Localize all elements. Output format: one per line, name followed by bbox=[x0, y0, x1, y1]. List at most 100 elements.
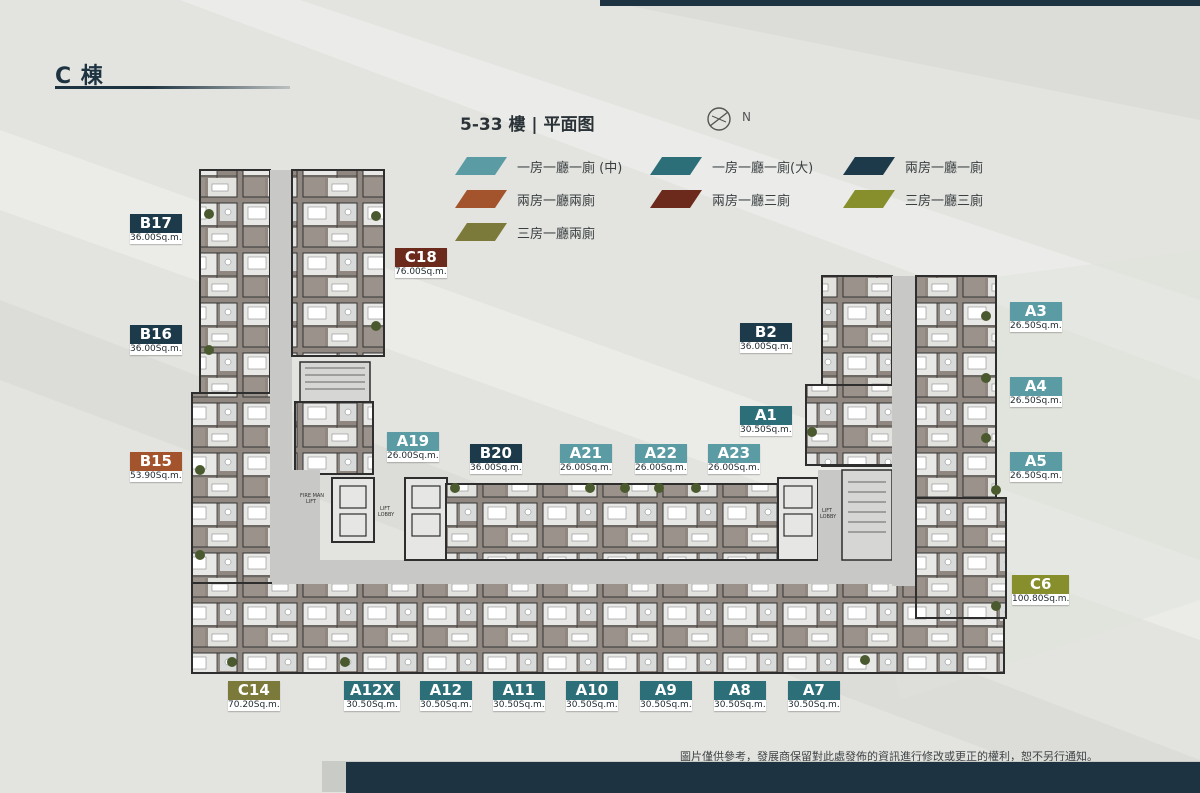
unit-area: 30.50Sq.m. bbox=[640, 700, 692, 711]
title-underline bbox=[55, 86, 290, 89]
unit-area: 70.20Sq.m. bbox=[228, 700, 280, 711]
unit-area: 26.50Sq.m. bbox=[1010, 471, 1062, 482]
unit-name: A8 bbox=[728, 681, 751, 699]
compass-north-label: N bbox=[742, 110, 751, 124]
legend-swatch bbox=[843, 157, 895, 175]
legend-label: 兩房一廳三廁 bbox=[712, 193, 791, 209]
fireman-lift-word: LIFT bbox=[306, 499, 317, 505]
unit-name: A3 bbox=[1024, 302, 1047, 320]
legend-swatch bbox=[455, 223, 507, 241]
unit-name: A10 bbox=[575, 681, 609, 699]
unit-area: 30.50Sq.m. bbox=[344, 700, 401, 711]
legend-swatch bbox=[455, 190, 507, 208]
unit-area: 30.50Sq.m. bbox=[493, 700, 545, 711]
legend-label: 三房一廳兩廁 bbox=[517, 226, 596, 242]
unit-area: 30.50Sq.m. bbox=[714, 700, 766, 711]
legend-swatch bbox=[455, 157, 507, 175]
legend-label: 一房一廳一廁 (中) bbox=[517, 160, 623, 176]
unit-name: A22 bbox=[644, 444, 678, 462]
unit-name: B16 bbox=[139, 325, 172, 343]
legend-item: 一房一廳一廁 (中) bbox=[455, 155, 622, 177]
unit-area: 36.00Sq.m. bbox=[130, 344, 182, 355]
legend-swatch bbox=[843, 190, 895, 208]
legend-label: 三房一廳三廁 bbox=[905, 193, 984, 209]
unit-name: C14 bbox=[237, 681, 270, 699]
unit-area: 53.90Sq.m. bbox=[130, 471, 182, 482]
unit-area: 26.50Sq.m. bbox=[1010, 321, 1062, 332]
unit-area: 30.50Sq.m. bbox=[566, 700, 618, 711]
unit-name: A12X bbox=[350, 681, 395, 699]
unit-name: A21 bbox=[569, 444, 603, 462]
building-title: C 棟 bbox=[55, 64, 104, 89]
lift-lobby-label-4: LOBBY bbox=[820, 514, 837, 520]
unit-name: A12 bbox=[429, 681, 463, 699]
unit-area: 26.00Sq.m. bbox=[708, 463, 760, 474]
legend-swatch bbox=[650, 190, 702, 208]
unit-area: 76.00Sq.m. bbox=[395, 267, 447, 278]
floor-plan-subtitle: 5-33 樓 | 平面图 bbox=[460, 115, 595, 135]
legend-item: 三房一廳三廁 bbox=[843, 188, 983, 210]
unit-area: 100.80Sq.m. bbox=[1012, 594, 1070, 605]
legend-label: 兩房一廳一廁 bbox=[905, 160, 984, 176]
unit-name: A9 bbox=[654, 681, 677, 699]
legend-item: 兩房一廳兩廁 bbox=[455, 188, 595, 210]
unit-name: C6 bbox=[1029, 575, 1052, 593]
legend-item: 兩房一廳一廁 bbox=[843, 155, 983, 177]
unit-area: 30.50Sq.m. bbox=[788, 700, 840, 711]
unit-area: 36.00Sq.m. bbox=[740, 342, 792, 353]
unit-area: 26.00Sq.m. bbox=[635, 463, 687, 474]
disclaimer: 圖片僅供參考，發展商保留對此處發佈的資訊進行修改或更正的權利，恕不另行通知。 bbox=[680, 750, 1098, 763]
unit-name: A23 bbox=[717, 444, 751, 462]
fireman-lift-label: FIRE MAN bbox=[300, 493, 324, 499]
unit-name: B20 bbox=[479, 444, 512, 462]
legend-swatch bbox=[650, 157, 702, 175]
unit-name: B15 bbox=[139, 452, 172, 470]
unit-name: C18 bbox=[404, 248, 437, 266]
compass: N bbox=[706, 106, 756, 136]
unit-name: A11 bbox=[502, 681, 536, 699]
unit-area: 36.00Sq.m. bbox=[470, 463, 522, 474]
legend-label: 一房一廳一廁(大) bbox=[712, 160, 814, 176]
unit-area: 30.50Sq.m. bbox=[740, 425, 792, 436]
unit-name: B17 bbox=[139, 214, 172, 232]
unit-name: B2 bbox=[754, 323, 777, 341]
legend-item: 兩房一廳三廁 bbox=[650, 188, 790, 210]
unit-name: A19 bbox=[396, 432, 430, 450]
legend-item: 一房一廳一廁(大) bbox=[650, 155, 813, 177]
unit-name: A4 bbox=[1024, 377, 1047, 395]
unit-area: 26.00Sq.m. bbox=[560, 463, 612, 474]
unit-area: 30.50Sq.m. bbox=[420, 700, 472, 711]
unit-area: 26.00Sq.m. bbox=[387, 451, 439, 462]
lift-lobby-label-2: LOBBY bbox=[378, 512, 395, 518]
legend-item: 三房一廳兩廁 bbox=[455, 221, 595, 243]
lift-lobby-label-3: LIFT bbox=[822, 508, 833, 514]
footer-bar-dark bbox=[346, 762, 1200, 793]
compass-icon bbox=[707, 107, 731, 131]
unit-name: A7 bbox=[802, 681, 825, 699]
unit-name: A5 bbox=[1024, 452, 1047, 470]
lift-lobby-label-1: LIFT bbox=[380, 506, 391, 512]
unit-area: 36.00Sq.m. bbox=[130, 233, 182, 244]
